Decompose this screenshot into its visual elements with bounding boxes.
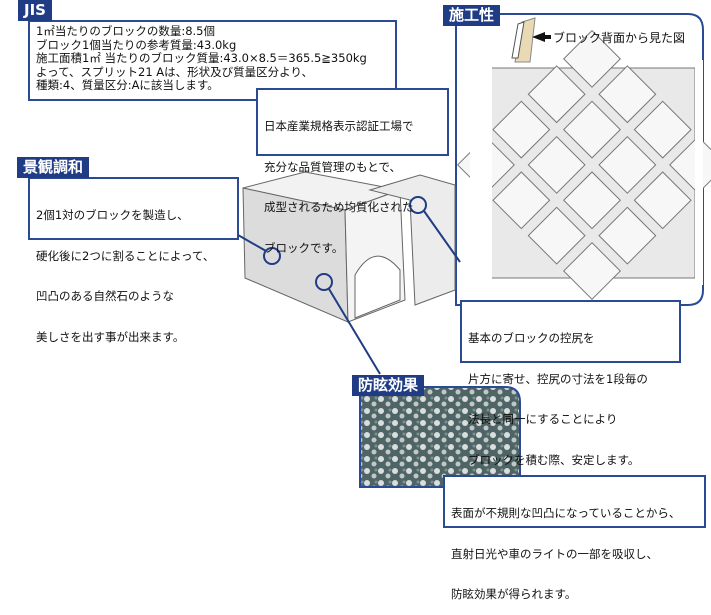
diagram-graphics <box>237 13 711 488</box>
sekou-box: 基本のブロックの控尻を 片方に寄せ、控尻の寸法を1段毎の 法長と同一にすることに… <box>460 300 681 466</box>
note-line: ブロックです。 <box>264 240 344 255</box>
side-view-icon <box>511 17 536 63</box>
keikan-line: 美しさを出す事が出来ます。 <box>36 329 185 344</box>
keikan-line: 凹凸のある自然石のような <box>36 289 174 303</box>
jis-line: よって、スプリット21 Aは、形状及び質量区分より、 <box>36 64 313 79</box>
keikan-line: 2個1対のブロックを製造し、 <box>36 208 189 222</box>
bougen-box: 表面が不規則な凹凸になっていることから、 直射日光や車のライトの一部を吸収し、 … <box>443 475 706 601</box>
arrow-icon <box>532 32 545 42</box>
jis-line: 施工面積1㎡ 当たりのブロック質量:43.0×8.5＝365.5≧350kg <box>36 51 367 65</box>
marker-sekou <box>409 196 427 214</box>
marker-keikan <box>263 247 281 265</box>
jis-tab: JIS <box>18 0 52 21</box>
note-line: 成型されるため均質化された <box>264 200 414 214</box>
back-view-caption: ブロック背面から見た図 <box>553 31 686 45</box>
note-line: 日本産業規格表示認証工場で <box>264 119 414 133</box>
marker-bougen <box>315 273 333 291</box>
keikan-box: 2個1対のブロックを製造し、 硬化後に2つに割ることによって、 凹凸のある自然石… <box>28 177 239 343</box>
sekou-line: 法長と同一にすることにより <box>468 412 618 426</box>
sekou-line: ブロックを積む際、安定します。 <box>468 452 640 467</box>
surface-photo <box>359 386 521 488</box>
block-3d-illustration <box>242 171 456 323</box>
keikan-tab: 景観調和 <box>17 157 90 178</box>
keikan-line: 硬化後に2つに割ることによって、 <box>36 248 215 263</box>
bougen-tab: 防眩効果 <box>352 375 425 396</box>
note-line: 充分な品質管理のもとで、 <box>264 159 401 174</box>
jis-line: 種類:4、質量区分:Aに該当します。 <box>36 78 219 92</box>
jis-box: 1㎡当たりのブロックの数量:8.5個 ブロック1個当たりの参考質量:43.0kg… <box>28 20 397 101</box>
jis-line: ブロック1個当たりの参考質量:43.0kg <box>36 37 237 52</box>
sekou-line: 基本のブロックの控尻を <box>468 331 595 345</box>
note-box: 日本産業規格表示認証工場で 充分な品質管理のもとで、 成型されるため均質化された… <box>256 88 449 254</box>
bougen-line: 防眩効果が得られます。 <box>451 587 577 601</box>
bougen-line: 直射日光や車のライトの一部を吸収し、 <box>451 546 658 561</box>
block-back-view-illustration <box>456 29 711 300</box>
jis-line: 1㎡当たりのブロックの数量:8.5個 <box>36 24 215 38</box>
bougen-line: 表面が不規則な凹凸になっていることから、 <box>451 506 681 520</box>
sekou-line: 片方に寄せ、控尻の寸法を1段毎の <box>468 371 648 386</box>
sekou-tab: 施工性 <box>443 5 501 26</box>
